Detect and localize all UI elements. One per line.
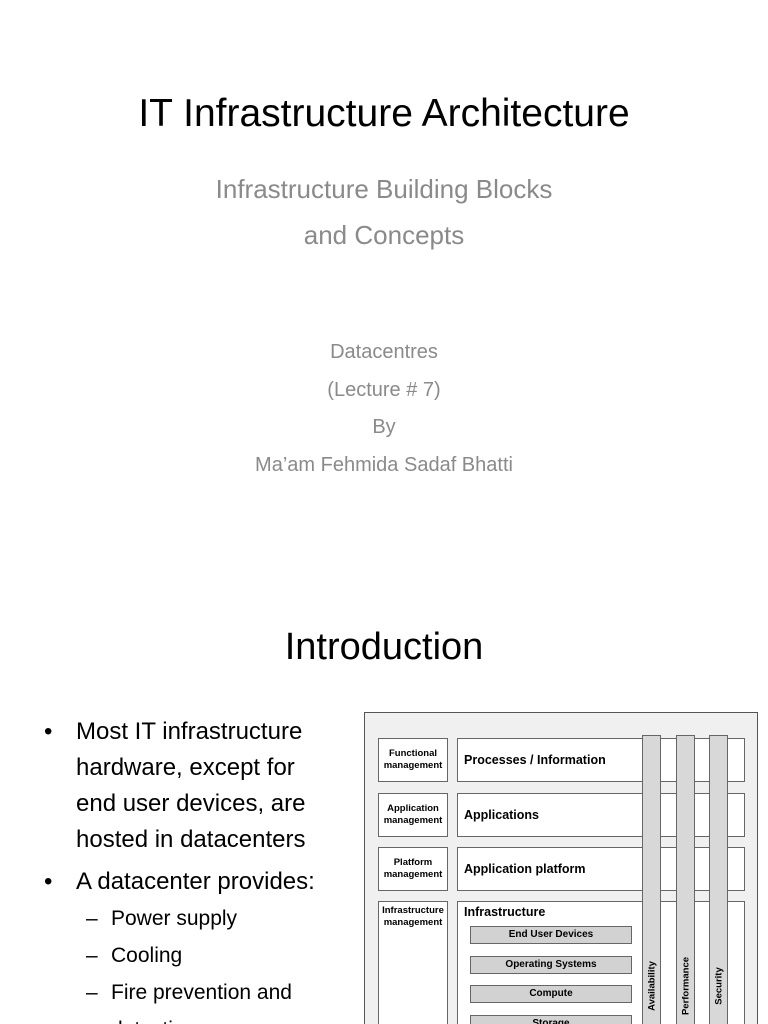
infrastructure-block: Storage (470, 1015, 632, 1024)
lecture-topic: Datacentres (330, 341, 438, 363)
lecturer-name: Ma’am Fehmida Sadaf Bhatti (255, 453, 513, 476)
infrastructure-block: End User Devices (470, 926, 632, 944)
bullet-list: • Most IT infrastructure hardware, excep… (44, 714, 362, 1024)
slide-title: IT Infrastructure Architecture (138, 92, 630, 135)
infrastructure-model-diagram: Functional management Application manage… (364, 712, 758, 1024)
sub-bullet-glyph: – (86, 907, 98, 930)
sub-bullet-text: detection (111, 1018, 196, 1024)
bullet-line: end user devices, are (76, 790, 306, 817)
slide-title: Introduction (284, 626, 484, 668)
sub-bullet-glyph: – (86, 944, 98, 967)
sub-bullet-text: Cooling (111, 944, 183, 967)
sub-bullet-item: – Cooling (44, 937, 362, 974)
management-box: Infrastructure management (378, 901, 448, 1024)
bullet-line: hardware, except for (76, 754, 295, 781)
nonfunctional-column: Availability (642, 735, 661, 1024)
management-box: Application management (378, 793, 448, 837)
sub-bullet-text: Power supply (111, 907, 238, 930)
bullet-glyph: • (44, 868, 53, 895)
sub-bullet-glyph: – (86, 981, 98, 1004)
infrastructure-block: Operating Systems (470, 956, 632, 974)
bullet-line: A datacenter provides: (76, 868, 315, 895)
subtitle-line: and Concepts (303, 220, 465, 250)
bullet-line: Most IT infrastructure (76, 718, 303, 745)
infrastructure-block: Compute (470, 985, 632, 1003)
bullet-item: • Most IT infrastructure hardware, excep… (44, 714, 362, 858)
nonfunctional-column: Performance (676, 735, 695, 1024)
introduction-slide: Introduction • Most IT infrastructure ha… (0, 576, 768, 1024)
layer-box: Applications (457, 793, 745, 837)
management-box: Functional management (378, 738, 448, 782)
nonfunctional-column: Security (709, 735, 728, 1024)
title-slide: IT Infrastructure Architecture Infrastru… (0, 92, 768, 484)
layer-box: Processes / Information (457, 738, 745, 782)
column-label: Security (713, 967, 724, 1005)
sub-bullet-item: – Fire prevention and (44, 974, 362, 1011)
bullet-line: hosted in datacenters (76, 826, 306, 853)
management-box: Platform management (378, 847, 448, 891)
slide-subtitle: Infrastructure Building Blocks and Conce… (0, 166, 768, 258)
column-label: Performance (680, 956, 691, 1016)
lecture-info: Datacentres (Lecture # 7) By Ma’am Fehmi… (0, 334, 768, 484)
lecture-number: (Lecture # 7) (327, 378, 441, 401)
sub-bullet-text: Fire prevention and (111, 981, 292, 1004)
column-label: Availability (646, 961, 657, 1011)
subtitle-line: Infrastructure Building Blocks (215, 174, 553, 204)
layer-box: Application platform (457, 847, 745, 891)
lecture-by: By (372, 416, 396, 438)
sub-bullet-item: detection (44, 1011, 362, 1024)
bullet-glyph: • (44, 718, 53, 745)
sub-bullet-item: – Power supply (44, 900, 362, 937)
bullet-item: • A datacenter provides: (44, 864, 362, 900)
